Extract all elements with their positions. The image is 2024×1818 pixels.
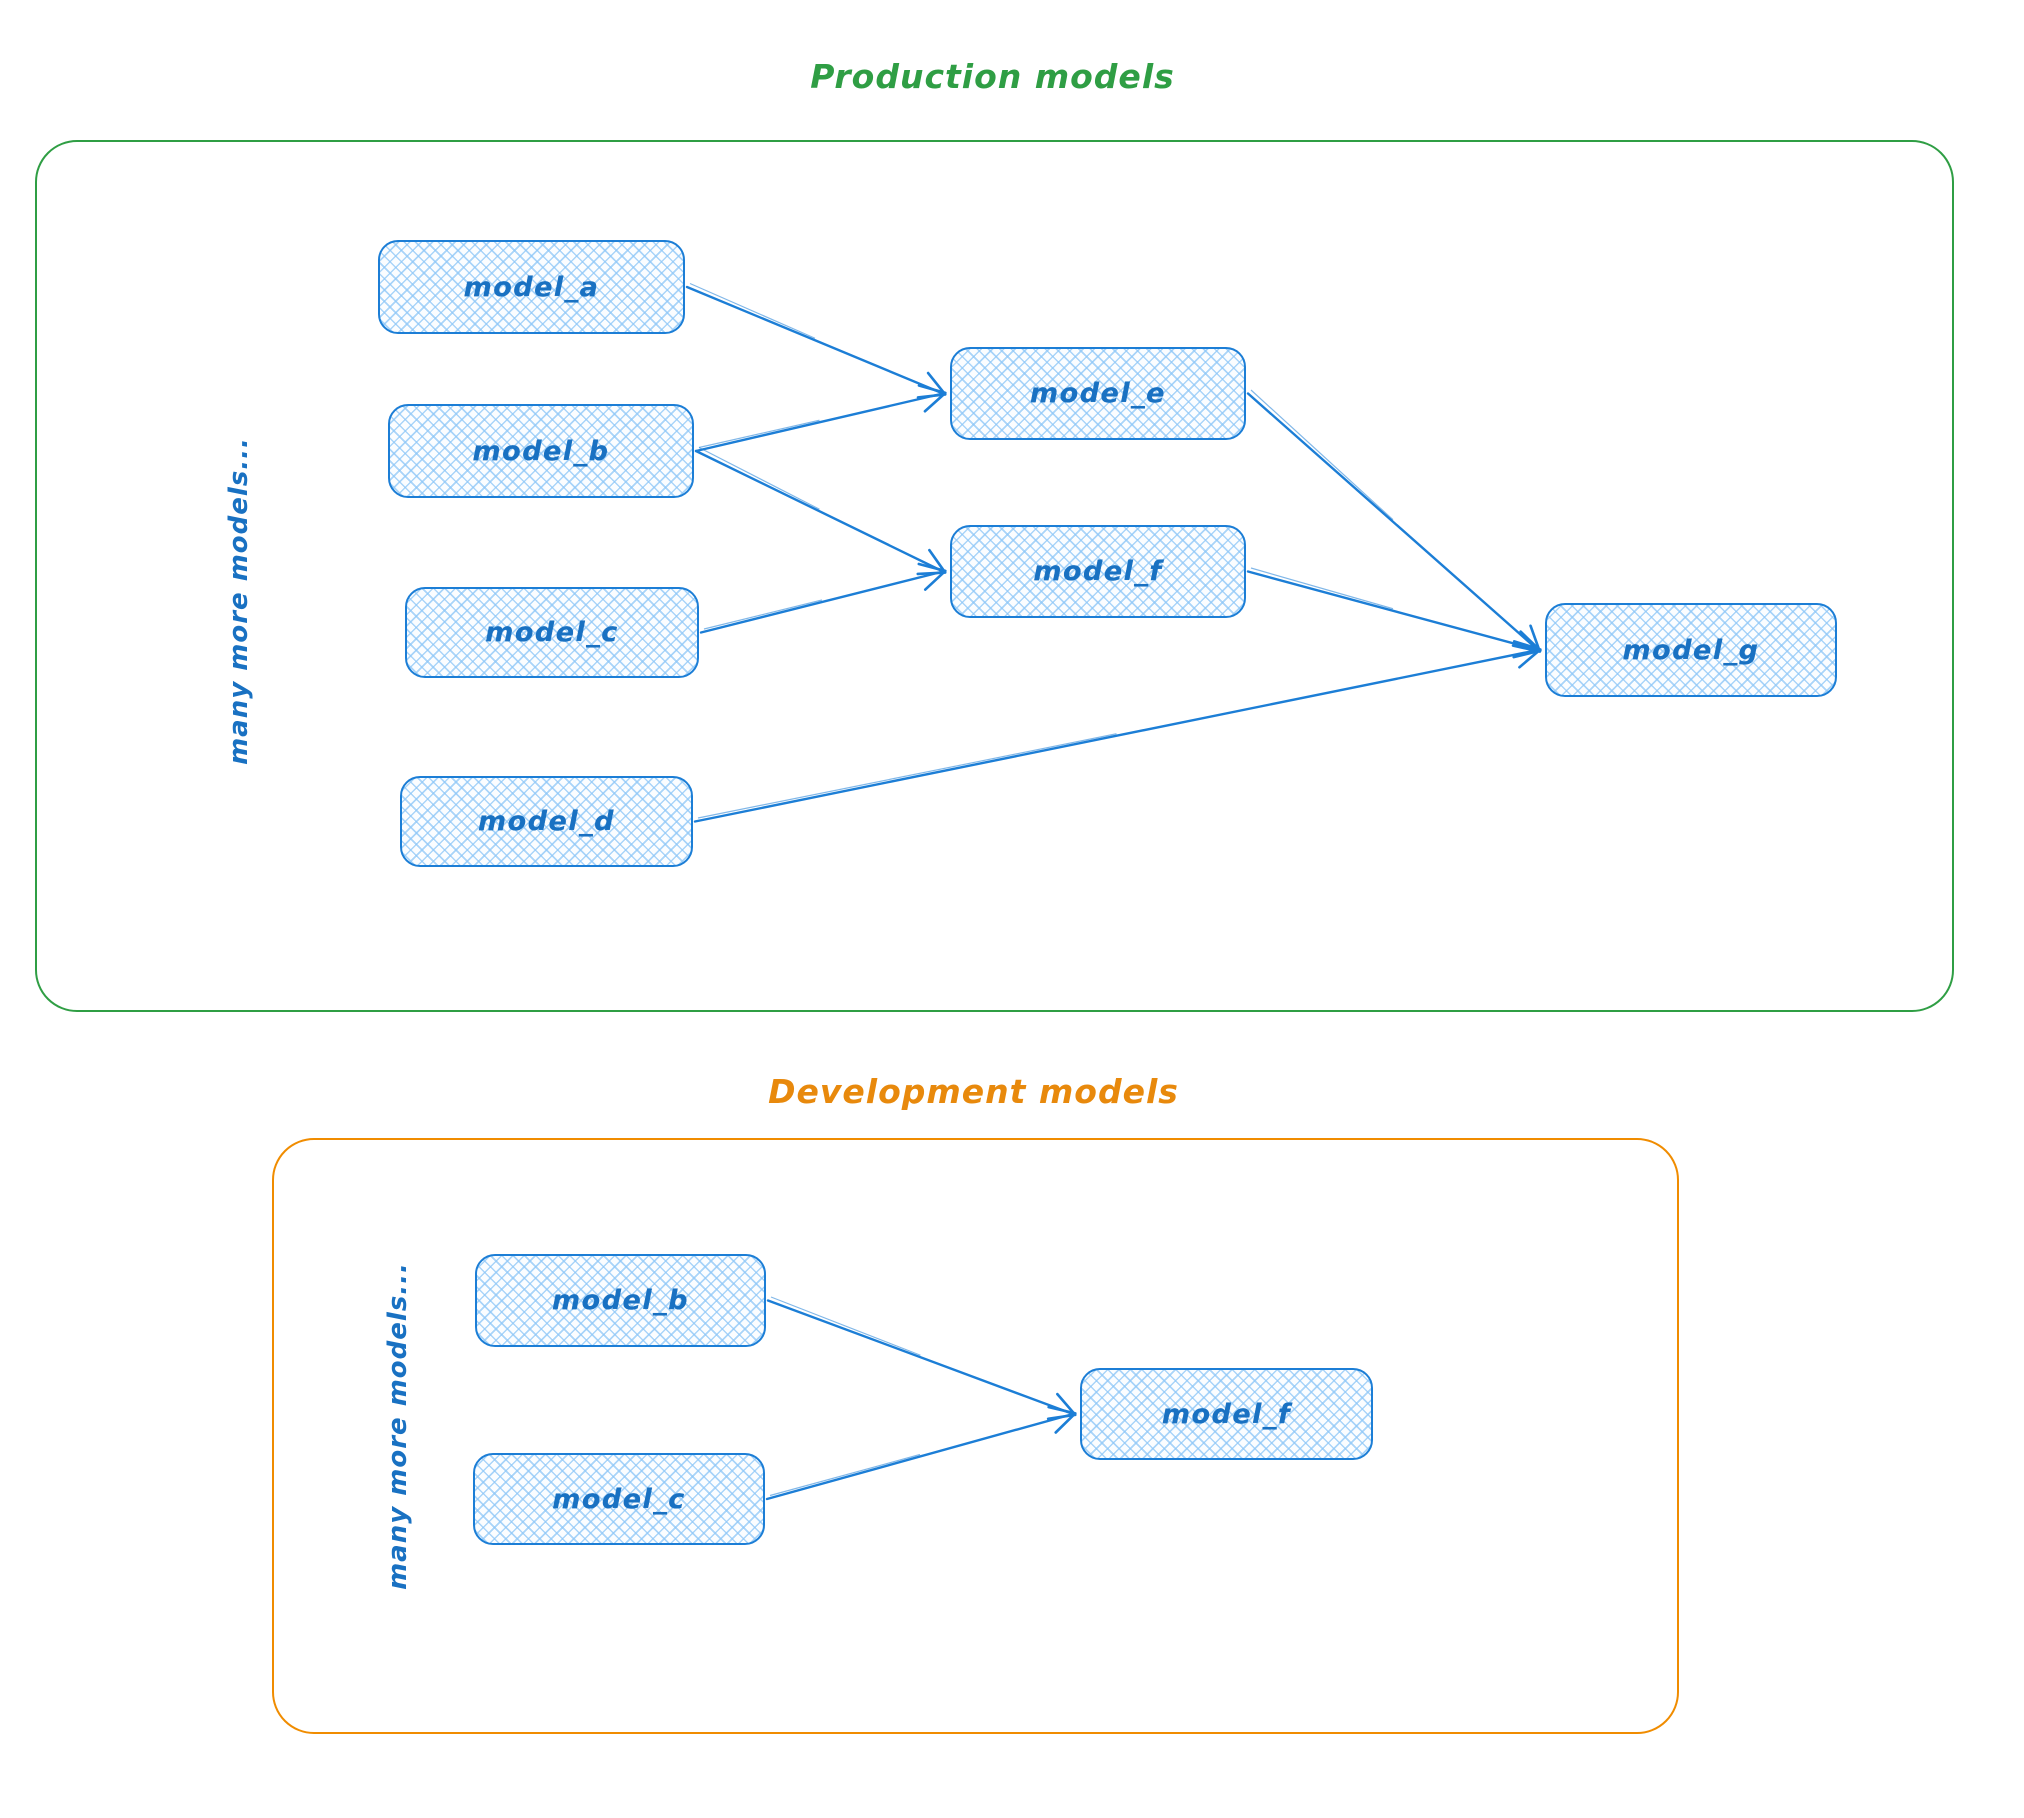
development-side-label: many more models...: [383, 1262, 413, 1590]
node-development-model-f: model_f: [1080, 1368, 1373, 1460]
node-production-model-a: model_a: [378, 240, 685, 334]
node-label: model_c: [552, 1483, 686, 1515]
development-section-box: [272, 1138, 1679, 1734]
node-production-model-g: model_g: [1545, 603, 1837, 697]
production-section-title: Production models: [810, 57, 1175, 96]
node-production-model-e: model_e: [950, 347, 1246, 440]
node-label: model_g: [1622, 634, 1760, 666]
node-label: model_f: [1033, 556, 1163, 587]
node-production-model-c: model_c: [405, 587, 699, 678]
node-label: model_a: [463, 271, 600, 303]
development-section-title: Development models: [768, 1072, 1179, 1111]
node-development-model-b: model_b: [475, 1254, 766, 1347]
node-development-model-c: model_c: [473, 1453, 765, 1545]
node-production-model-f: model_f: [950, 525, 1246, 618]
node-production-model-b: model_b: [388, 404, 694, 498]
node-production-model-d: model_d: [400, 776, 693, 867]
node-label: model_d: [478, 806, 615, 837]
node-label: model_c: [485, 617, 619, 648]
production-section-box: [35, 140, 1954, 1012]
production-side-label: many more models...: [224, 437, 254, 765]
node-label: model_b: [552, 1285, 689, 1316]
node-label: model_b: [472, 435, 610, 467]
node-label: model_e: [1030, 378, 1166, 409]
node-label: model_f: [1161, 1398, 1292, 1430]
